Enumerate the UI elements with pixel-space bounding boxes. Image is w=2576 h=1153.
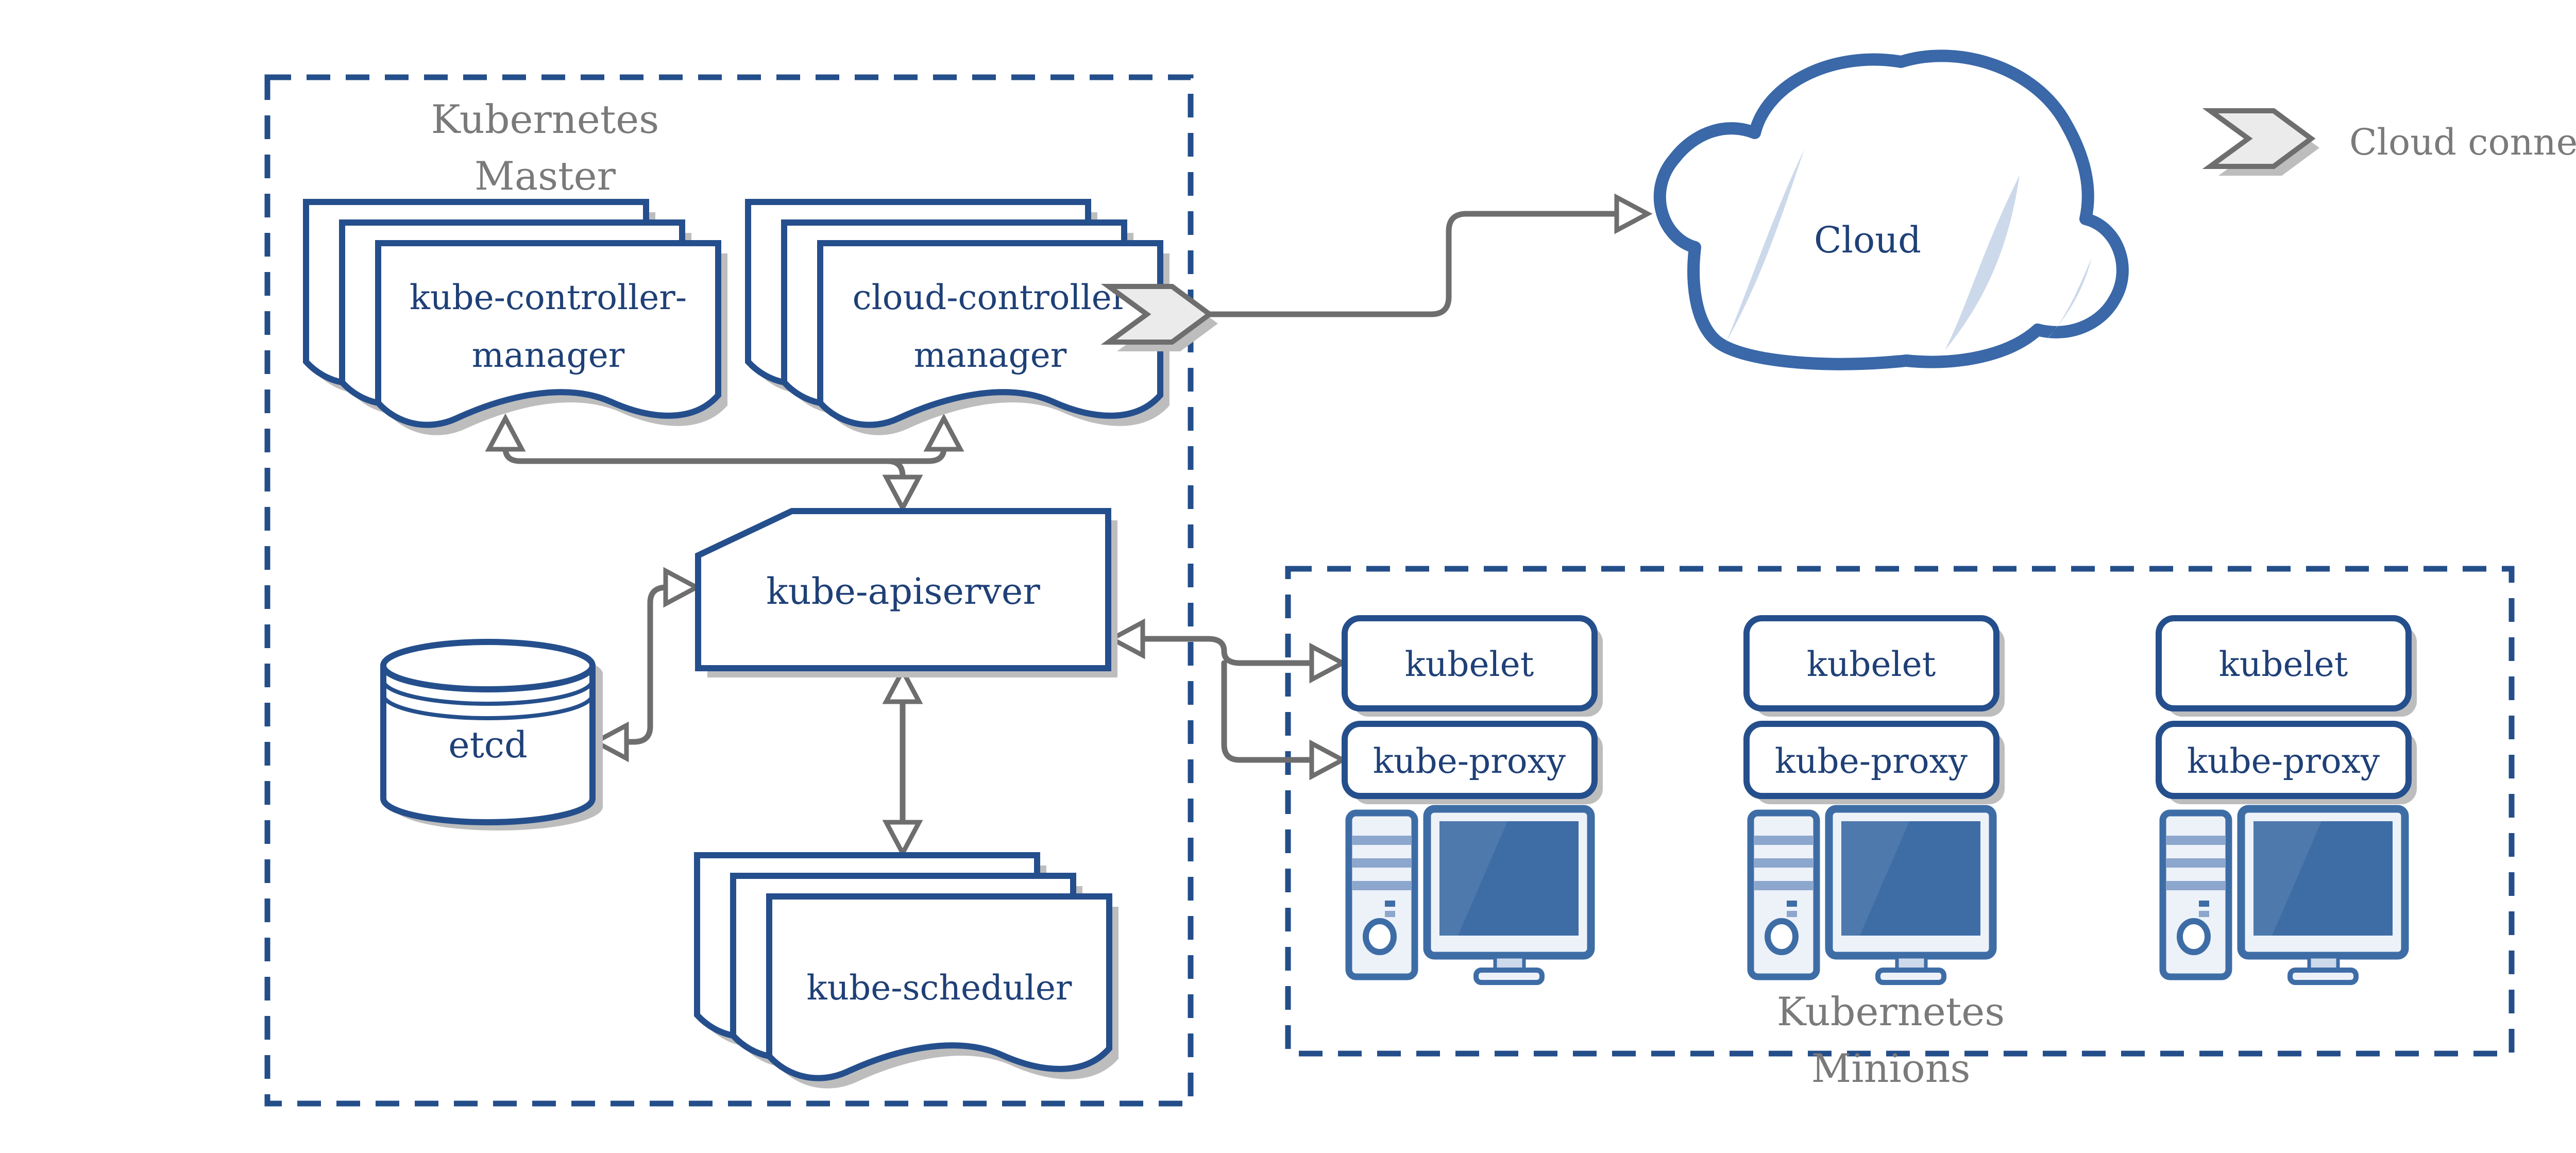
kubelet-label-1: kubelet <box>1405 645 1534 684</box>
arrowhead-up-cloud-controller-manager <box>923 413 964 452</box>
kube-proxy-box-3 <box>2156 721 2412 799</box>
master-title-line1: Kubernetes <box>431 96 659 142</box>
kubelet-label-2: kubelet <box>1807 645 1936 684</box>
kube-proxy-label-1: kube-proxy <box>1373 741 1566 781</box>
kube-scheduler: kube-scheduler <box>697 855 1118 1089</box>
cloud-label: Cloud <box>1814 219 1921 261</box>
minions-title-line2: Minions <box>1811 1045 1970 1091</box>
master-title-line2: Master <box>474 153 616 199</box>
master-title: Kubernetes Master <box>431 96 659 199</box>
minions-title-line1: Kubernetes <box>1777 989 2005 1035</box>
arrowhead-right-kubelet <box>1309 642 1348 684</box>
kube-proxy-box-1 <box>1342 721 1598 799</box>
etcd: etcd <box>380 639 603 830</box>
kubelet-box-1 <box>1342 615 1598 711</box>
arrowhead-down-apiserver-top <box>882 474 923 513</box>
kube-proxy-box-2 <box>1743 721 1999 799</box>
desktop-computer-icon <box>2163 809 2405 982</box>
connector-apiserver-scheduler <box>882 666 923 858</box>
minion-node-3: kubelet kube-proxy <box>2156 615 2417 982</box>
kube-apiserver-label: kube-apiserver <box>766 570 1040 613</box>
legend-cloud-connector: Cloud connector <box>2210 111 2576 176</box>
cloud-controller-manager: cloud-controller manager <box>748 202 1170 435</box>
connector-controllers-to-apiserver <box>485 413 964 513</box>
kubelet-box-3 <box>2156 615 2412 711</box>
kubelet-box-2 <box>1743 615 1999 711</box>
kube-proxy-label-3: kube-proxy <box>2187 741 2380 781</box>
kubelet-label-3: kubelet <box>2219 645 2348 684</box>
kube-scheduler-label: kube-scheduler <box>807 968 1072 1008</box>
cloud-icon <box>1653 49 2129 370</box>
connector-apiserver-etcd <box>590 567 702 762</box>
arrowhead-down-scheduler <box>882 820 923 858</box>
arrowhead-right-apiserver-left <box>663 567 702 608</box>
cloud-controller-manager-label-line1: cloud-controller <box>853 278 1128 317</box>
connector-cloud <box>1208 193 1653 317</box>
kube-controller-manager: kube-controller- manager <box>306 202 727 435</box>
chevron-arrow-icon <box>2210 111 2319 176</box>
desktop-computer-icon <box>1349 809 1591 982</box>
desktop-computer-icon <box>1751 809 1993 982</box>
kubernetes-minions-boundary <box>1285 566 2515 1057</box>
etcd-label: etcd <box>448 724 528 766</box>
arrowhead-right-cloud <box>1614 193 1653 234</box>
kube-controller-manager-label-line2: manager <box>472 335 625 375</box>
connector-apiserver-minions <box>1107 618 1348 781</box>
cloud: Cloud <box>1653 49 2129 370</box>
legend-cloud-connector-label: Cloud connector <box>2349 121 2576 163</box>
minion-node-1: kubelet kube-proxy <box>1342 615 1603 982</box>
arrowhead-right-kube-proxy <box>1309 739 1348 781</box>
kubernetes-master-boundary <box>264 74 1194 1107</box>
database-cylinder-icon <box>380 639 596 692</box>
kube-proxy-label-2: kube-proxy <box>1775 741 1968 781</box>
kube-controller-manager-label-line1: kube-controller- <box>410 278 687 317</box>
arrowhead-left-apiserver-right <box>1107 618 1145 659</box>
arrowhead-up-apiserver-bottom <box>882 666 923 704</box>
minion-node-2: kubelet kube-proxy <box>1743 615 2005 982</box>
minions-title: Kubernetes Minions <box>1777 989 2005 1091</box>
arrowhead-up-kube-controller-manager <box>485 413 526 452</box>
cloud-controller-manager-label-line2: manager <box>914 335 1067 375</box>
kube-apiserver: kube-apiserver <box>695 508 1117 677</box>
arrowhead-left-etcd <box>590 721 629 762</box>
